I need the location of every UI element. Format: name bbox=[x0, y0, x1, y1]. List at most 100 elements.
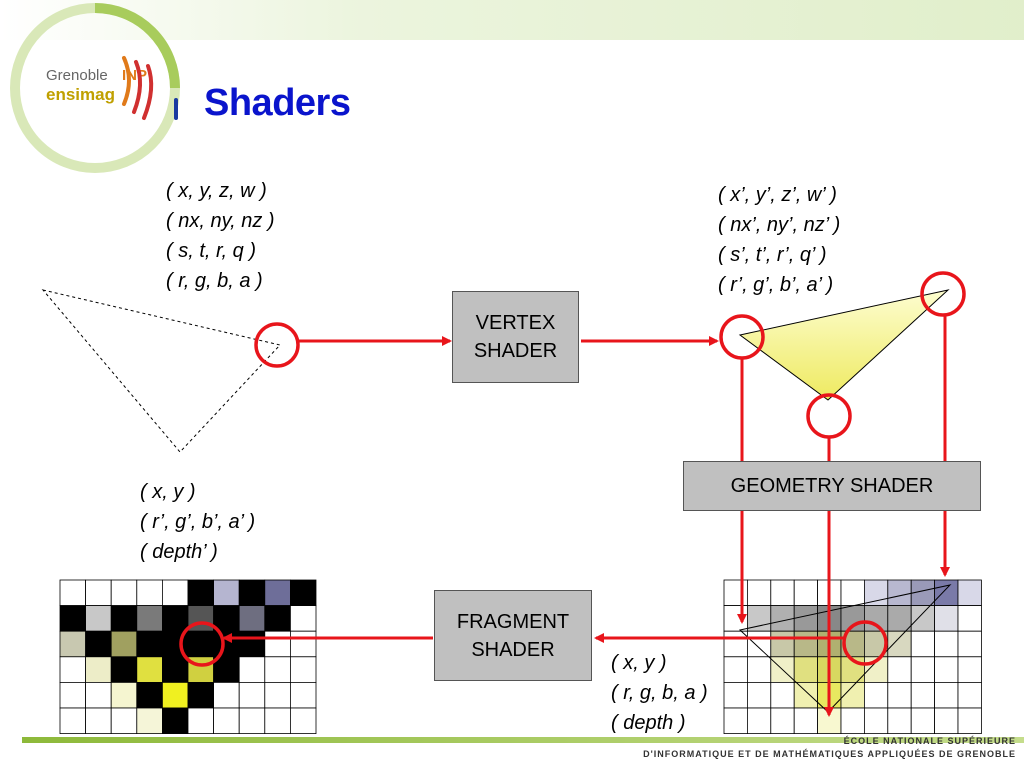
pixel-cell bbox=[187, 579, 215, 607]
pixel-cell bbox=[85, 682, 112, 709]
pixel-cell bbox=[289, 579, 317, 607]
pixel-cell bbox=[85, 579, 112, 607]
pixel-cell bbox=[910, 605, 935, 632]
pixel-cell bbox=[264, 707, 291, 735]
pixel-cell bbox=[723, 605, 748, 632]
pixel-cell bbox=[793, 656, 818, 683]
vertex-c-circle bbox=[806, 393, 852, 439]
attr-normal: ( nx’, ny’, nz’ ) bbox=[718, 214, 841, 236]
pixel-cell bbox=[59, 579, 87, 607]
pixel-cell bbox=[289, 682, 317, 709]
pixel-cell bbox=[863, 579, 889, 607]
pixel-cell bbox=[793, 682, 818, 709]
pixel-cell bbox=[264, 579, 291, 607]
pixel-cell bbox=[957, 707, 982, 735]
pixel-cell bbox=[910, 682, 935, 709]
pixel-cell bbox=[863, 707, 889, 735]
slide-title: Shaders bbox=[204, 82, 351, 124]
pixel-cell bbox=[934, 656, 959, 683]
pixel-cell bbox=[85, 656, 112, 683]
pixel-cell bbox=[136, 682, 163, 709]
pixel-cell bbox=[770, 579, 795, 607]
pixel-cell bbox=[187, 630, 215, 658]
grenoble-inp-ensimag-logo: Grenoble INP ensimag bbox=[10, 3, 180, 173]
pixel-cell bbox=[238, 682, 266, 709]
input-triangle bbox=[41, 289, 281, 453]
geometry-shader-label: GEOMETRY SHADER bbox=[730, 475, 934, 497]
pixel-cell bbox=[910, 656, 935, 683]
output-pixel-grid bbox=[59, 579, 317, 735]
pixel-cell bbox=[213, 707, 240, 735]
input-vertex-attributes: ( x, y, z, w ) ( nx, ny, nz ) ( s, t, r,… bbox=[166, 176, 275, 296]
pixel-cell bbox=[110, 579, 138, 607]
pixel-cell bbox=[213, 605, 240, 632]
pixel-cell bbox=[213, 579, 240, 607]
vertex-shader-label: VERTEX SHADER bbox=[473, 312, 558, 362]
pixel-cell bbox=[289, 630, 317, 658]
vertex-a-circle bbox=[719, 314, 765, 360]
attr-color: ( r’, g’, b’, a’ ) bbox=[718, 274, 834, 296]
input-vertex-circle bbox=[254, 322, 300, 368]
pixel-cell bbox=[85, 605, 112, 632]
attr-color: ( r’, g’, b’, a’ ) bbox=[140, 511, 256, 533]
attr-depth: ( depth ) bbox=[611, 712, 686, 734]
raster-pixel-grid bbox=[723, 579, 982, 735]
pixel-cell bbox=[289, 707, 317, 735]
pixel-cell bbox=[85, 707, 112, 735]
pixel-cell bbox=[264, 630, 291, 658]
pixel-cell bbox=[238, 630, 266, 658]
pixel-cell bbox=[136, 656, 163, 683]
pixel-cell bbox=[770, 630, 795, 658]
pixel-cell bbox=[746, 579, 772, 607]
pixel-cell bbox=[887, 656, 912, 683]
pixel-cell bbox=[59, 682, 87, 709]
pixel-cell bbox=[887, 682, 912, 709]
pixel-cell bbox=[59, 630, 87, 658]
pixel-cell bbox=[934, 682, 959, 709]
attr-color: ( r, g, b, a ) bbox=[611, 682, 708, 704]
pixel-cell bbox=[264, 682, 291, 709]
pixel-cell bbox=[863, 682, 889, 709]
pixel-cell bbox=[85, 630, 112, 658]
pixel-cell bbox=[887, 579, 912, 607]
pixel-cell bbox=[136, 605, 163, 632]
raster-fragment-circle bbox=[842, 620, 888, 666]
pixel-cell bbox=[723, 630, 748, 658]
pixel-cell bbox=[887, 605, 912, 632]
raster-triangle-outline bbox=[738, 584, 952, 713]
pixel-cell bbox=[187, 682, 215, 709]
pixel-cell bbox=[162, 579, 189, 607]
pixel-cell bbox=[770, 707, 795, 735]
pixel-cell bbox=[110, 630, 138, 658]
pixel-cell bbox=[957, 579, 982, 607]
pixel-cell bbox=[110, 656, 138, 683]
pixel-cell bbox=[110, 605, 138, 632]
pixel-cell bbox=[793, 707, 818, 735]
pixel-cell bbox=[238, 605, 266, 632]
pixel-cell bbox=[840, 579, 865, 607]
vertex-b-circle bbox=[920, 271, 966, 317]
pixel-cell bbox=[746, 656, 772, 683]
vertex-shader-box[interactable]: VERTEX SHADER bbox=[452, 291, 579, 383]
pixel-cell bbox=[59, 656, 87, 683]
footer-school-line-1: ÉCOLE NATIONALE SUPÉRIEURE bbox=[843, 736, 1016, 746]
vertex-output-attributes: ( x’, y’, z’, w’ ) ( nx’, ny’, nz’ ) ( s… bbox=[718, 180, 840, 300]
pixel-cell bbox=[863, 605, 889, 632]
pixel-cell bbox=[110, 707, 138, 735]
pixel-cell bbox=[887, 707, 912, 735]
geometry-shader-box[interactable]: GEOMETRY SHADER bbox=[683, 461, 981, 511]
pixel-cell bbox=[934, 630, 959, 658]
pixel-cell bbox=[59, 707, 87, 735]
fragment-shader-box[interactable]: FRAGMENT SHADER bbox=[434, 590, 592, 681]
pixel-cell bbox=[264, 605, 291, 632]
pixel-cell bbox=[934, 605, 959, 632]
header-band bbox=[0, 0, 1024, 40]
attr-position: ( x, y ) bbox=[140, 481, 196, 503]
transformed-triangle bbox=[738, 289, 950, 401]
pixel-cell bbox=[213, 630, 240, 658]
pixel-cell bbox=[746, 630, 772, 658]
pixel-cell bbox=[746, 682, 772, 709]
pixel-cell bbox=[110, 682, 138, 709]
pixel-cell bbox=[793, 630, 818, 658]
pixel-cell bbox=[136, 630, 163, 658]
